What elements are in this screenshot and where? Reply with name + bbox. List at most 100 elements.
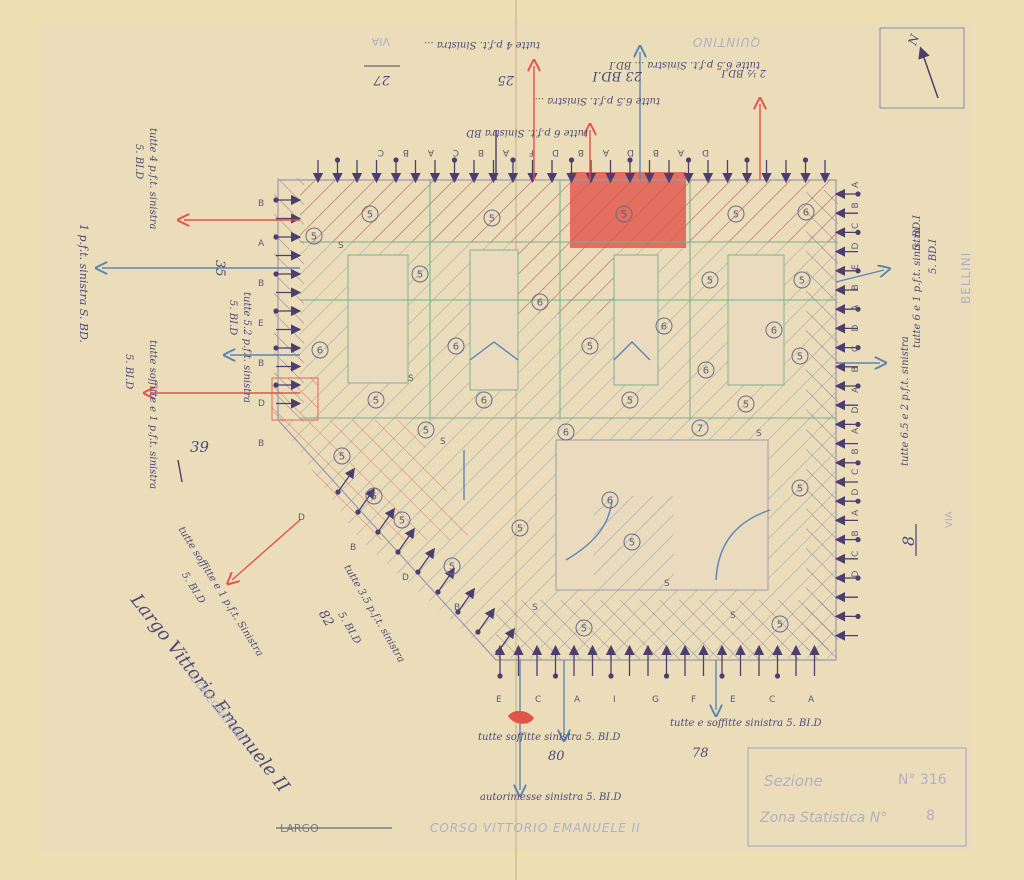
entrance-dot <box>393 157 399 163</box>
edge-letter: A <box>808 695 815 705</box>
edge-letter: B <box>851 530 861 536</box>
courtyard-1 <box>347 254 409 384</box>
edge-letter: D <box>402 573 409 583</box>
entrance-dot <box>608 673 614 679</box>
entrance-arrow <box>397 527 415 553</box>
floor-circle <box>793 271 811 289</box>
edge-letter: D <box>298 513 305 523</box>
floor-circle <box>797 203 815 221</box>
entrance-arrows-bottom <box>494 644 820 679</box>
house-number-78: 78 <box>692 746 709 761</box>
edge-letter: D <box>851 243 861 250</box>
edge-letter: B <box>851 202 861 208</box>
house-number-80: 80 <box>548 749 565 764</box>
floor-circle <box>581 337 599 355</box>
red-hatch-center <box>518 242 614 314</box>
edge-letter: A <box>427 147 434 157</box>
edge-letter: B <box>258 279 264 289</box>
entrance-dot <box>855 575 861 581</box>
floor-circle <box>361 205 379 223</box>
entrance-dot <box>552 673 559 679</box>
entrance-dot <box>475 629 481 635</box>
note-top-a: tutte 4 p.f.t. Sinistra ... <box>424 39 540 50</box>
floor-circle <box>737 395 755 413</box>
note-right-b: tutte 6.5 e 2 p.f.t. sinistra <box>900 336 911 466</box>
edge-letter: E <box>258 319 264 329</box>
north-letter: N <box>905 32 922 48</box>
edge-letter: D <box>851 571 861 578</box>
north-box: N <box>879 27 965 109</box>
edge-letter: C <box>535 695 541 705</box>
entrance-arrow <box>477 607 495 633</box>
note-top-e: 2 ½ BD.I <box>720 67 767 78</box>
entrance-dot <box>685 157 692 163</box>
edge-letter: D <box>851 325 861 332</box>
floor-circle <box>305 227 323 245</box>
entrance-dot <box>335 489 341 495</box>
sezione-number: N° 316 <box>898 772 947 788</box>
floor-circle-number: 5 <box>417 270 423 281</box>
note-bottom-a: tutte soffitte sinistra 5. BI.D <box>478 732 620 743</box>
entrance-arrows-right <box>834 188 861 641</box>
floor-circle-number: 6 <box>803 208 809 219</box>
entrance-dot <box>719 673 725 679</box>
s-mark: S <box>532 603 538 613</box>
floor-circle-number: 5 <box>517 524 523 535</box>
floor-circle <box>727 205 745 223</box>
red-small-box <box>271 377 319 421</box>
floor-circle <box>701 271 719 289</box>
edge-letter: A <box>851 427 861 434</box>
floor-circle <box>575 619 593 637</box>
floor-circle-number: 5 <box>797 352 803 363</box>
courtyard-4 <box>727 254 785 386</box>
house-number-82: 82 <box>315 608 336 630</box>
note-top-b: tutte 6.5 p.f.t. Sinistra ... <box>535 95 660 106</box>
edge-letter: I <box>613 695 616 705</box>
entrance-dot <box>334 157 341 163</box>
floor-circle-number: 6 <box>661 322 667 333</box>
floor-circle-number: 5 <box>733 210 739 221</box>
inner-block-lower <box>594 496 674 590</box>
edge-letter: B <box>478 147 484 157</box>
entrance-dot <box>855 498 861 504</box>
entrance-arrow <box>457 587 475 613</box>
floor-circle <box>697 361 715 379</box>
entrance-dot <box>855 460 861 466</box>
floor-circle <box>367 391 385 409</box>
floor-circle <box>531 293 549 311</box>
floor-circle-number: 5 <box>707 276 713 287</box>
edge-letter: A <box>574 695 581 705</box>
street-top: QUINTINO <box>692 35 760 49</box>
edge-letter: D <box>258 399 265 409</box>
entrance-dot <box>855 345 861 351</box>
entrance-dot <box>273 197 279 203</box>
entrance-dot <box>273 308 279 314</box>
edge-letter: C <box>378 147 384 157</box>
floor-circle <box>791 347 809 365</box>
house-number-35: 35 <box>212 260 227 277</box>
floor-circle-number: 6 <box>607 496 613 507</box>
annotation-arrows <box>102 52 884 790</box>
entrance-dot <box>855 306 861 312</box>
note-right-b2: 5. BD.I <box>912 214 923 250</box>
edge-letter: A <box>602 147 609 157</box>
floor-circle-number: 5 <box>621 210 627 221</box>
floor-circle-number: 5 <box>799 276 805 287</box>
floor-circle <box>765 321 783 339</box>
entrance-dot <box>451 157 458 163</box>
entrance-dot <box>663 673 670 679</box>
edge-letter: D <box>851 489 861 496</box>
floor-circle-number: 6 <box>453 342 459 353</box>
floor-circle <box>475 391 493 409</box>
s-mark: S <box>408 374 414 384</box>
entrance-dot <box>774 673 781 679</box>
entrance-dot <box>855 537 861 543</box>
entrance-dot <box>802 157 809 163</box>
entrance-dot <box>395 549 401 555</box>
entrance-dot <box>855 383 861 389</box>
floor-circle-number: 6 <box>771 326 777 337</box>
entrance-arrow <box>377 507 395 533</box>
